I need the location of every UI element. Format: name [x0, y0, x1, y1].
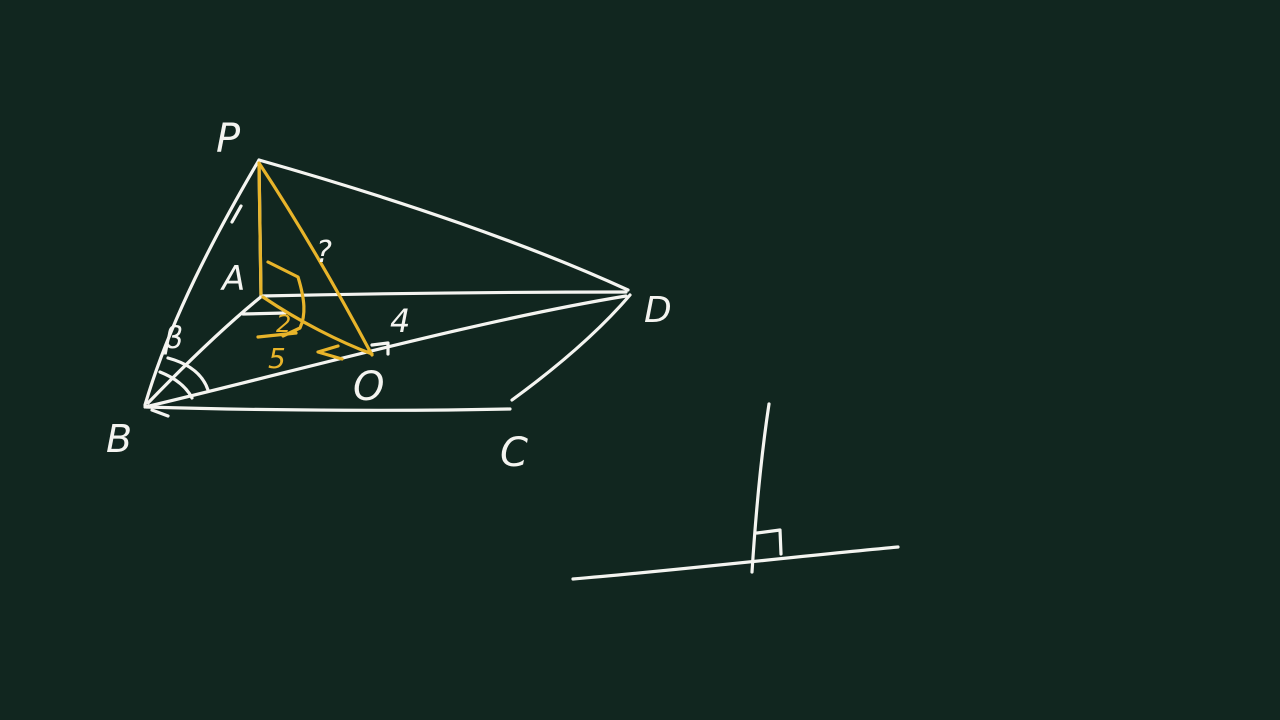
arrow-head-B: [150, 408, 170, 418]
yellow-edge-PO: [257, 161, 374, 357]
pyramid-edges: [143, 158, 632, 418]
angle-arc-inner: [158, 370, 194, 400]
edge-BC: [144, 405, 512, 412]
fraction-numerator: 2: [276, 310, 291, 338]
yellow-right-angle-A: [266, 260, 306, 338]
label-P: P: [216, 116, 241, 162]
yellow-edge-AO: [261, 295, 374, 356]
angle-arc-outer: [166, 356, 210, 392]
label-edge-four: 4: [390, 302, 410, 340]
label-A: A: [220, 259, 245, 299]
edge-PD: [257, 158, 630, 292]
label-edge-question: ?: [316, 235, 332, 270]
edge-BD: [143, 294, 628, 409]
label-O: O: [353, 364, 384, 410]
yellow-mark-near-O: [316, 344, 344, 361]
label-angle-beta: β: [163, 321, 183, 356]
edge-PB: [143, 158, 261, 407]
sketch-vertical-line: [750, 402, 771, 574]
right-angle-mark-O: [370, 341, 390, 356]
label-C: C: [500, 430, 528, 476]
arrow-AO-hint: [241, 311, 287, 316]
vertex-labels: P A B C D O β ? 4 2 5: [106, 116, 672, 476]
yellow-fraction-bar: [256, 331, 298, 339]
fraction-denominator: 5: [268, 342, 286, 375]
edge-CD: [510, 293, 632, 402]
edge-AD: [260, 290, 628, 298]
sketch-right-angle-mark: [755, 528, 783, 556]
perpendicular-sketch: [571, 402, 900, 581]
sketch-base-line: [571, 545, 900, 581]
highlight-triangle: [256, 161, 374, 361]
label-D: D: [644, 290, 672, 331]
yellow-edge-PA: [257, 163, 263, 296]
label-B: B: [106, 417, 132, 461]
edge-PB-tick: [230, 204, 243, 224]
edge-AB: [146, 294, 264, 405]
